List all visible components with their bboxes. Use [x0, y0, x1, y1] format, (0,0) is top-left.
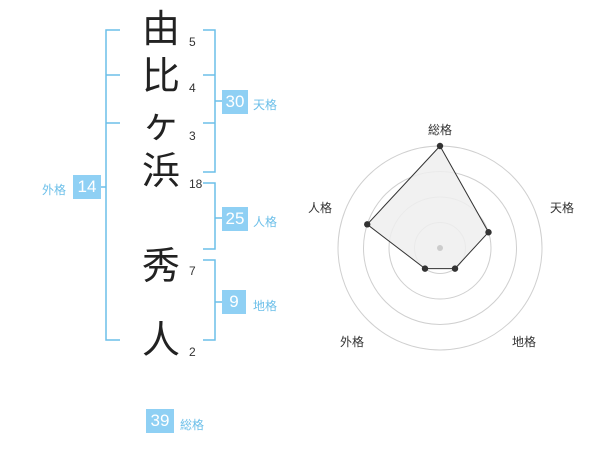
stroke-count-1: 5 — [189, 35, 196, 49]
stroke-count-5: 7 — [189, 264, 196, 278]
radar-chart: 総格 天格 地格 外格 人格 — [308, 122, 574, 351]
radar-label-tenkaku: 天格 — [550, 200, 574, 215]
tenkaku-label: 天格 — [253, 98, 278, 112]
gaikaku-value: 14 — [73, 175, 101, 199]
soukaku-label: 総格 — [180, 418, 205, 432]
gaikaku-bracket — [105, 29, 120, 341]
name-char-1: 由 — [141, 7, 180, 51]
stroke-count-6: 2 — [189, 345, 196, 359]
jinkaku-bracket — [203, 182, 216, 250]
chikaku-value: 9 — [222, 290, 246, 314]
radar-center-dot — [437, 245, 443, 251]
radar-label-chikaku: 地格 — [512, 334, 536, 349]
stroke-count-3: 3 — [189, 129, 196, 143]
tenkaku-value: 30 — [222, 90, 248, 114]
radar-label-gaikaku: 外格 — [340, 334, 364, 349]
radar-value-polygon — [366, 145, 490, 270]
radar-point-2 — [485, 229, 492, 236]
name-char-2: 比 — [141, 54, 180, 98]
name-char-6: 人 — [141, 318, 180, 362]
jinkaku-label: 人格 — [253, 215, 278, 229]
radar-label-soukaku: 総格 — [428, 122, 452, 137]
soukaku-value: 39 — [146, 409, 174, 433]
tenkaku-bracket — [203, 29, 216, 173]
chikaku-label: 地格 — [253, 299, 278, 313]
gaikaku-label: 外格 — [42, 183, 67, 197]
stroke-count-2: 4 — [189, 81, 196, 95]
jinkaku-value: 25 — [222, 207, 248, 231]
name-char-4: 浜 — [141, 149, 180, 193]
radar-point-1 — [436, 142, 444, 150]
radar-point-3 — [451, 265, 459, 272]
radar-label-jinkaku: 人格 — [308, 200, 332, 215]
stroke-count-4: 18 — [189, 177, 203, 191]
radar-point-4 — [421, 265, 429, 272]
name-char-3: ヶ — [141, 102, 180, 146]
chikaku-bracket — [203, 259, 216, 341]
radar-point-5 — [364, 221, 371, 228]
name-char-5: 秀 — [141, 244, 180, 288]
